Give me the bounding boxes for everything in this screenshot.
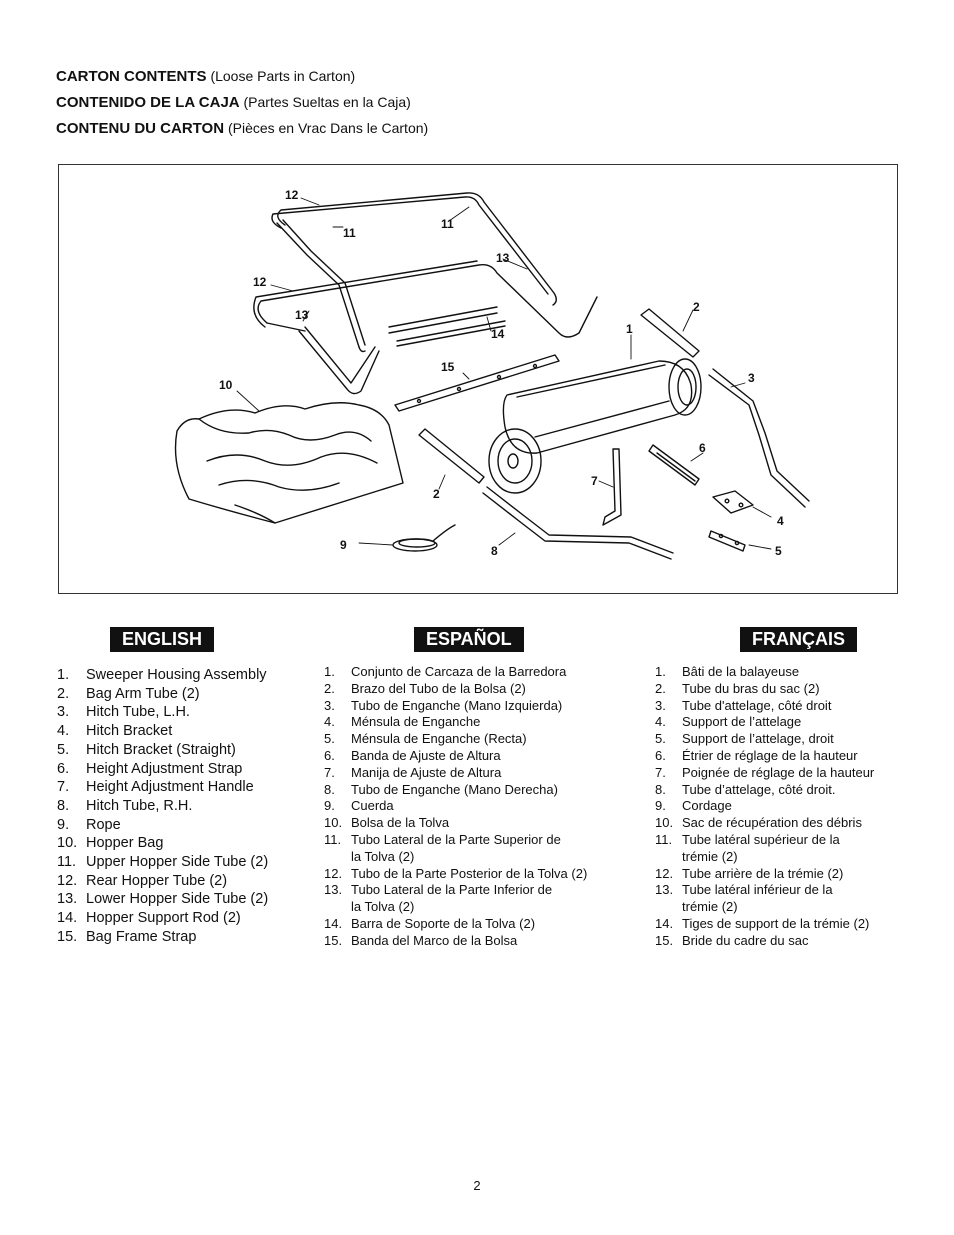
header-subtitle: (Partes Sueltas en la Caja) xyxy=(239,94,411,110)
list-item: 9.Rope xyxy=(57,816,121,833)
list-item: 9.Cordage xyxy=(655,798,732,814)
leader-lines xyxy=(236,197,772,550)
callout-14: 14 xyxy=(491,327,505,341)
callout-3: 3 xyxy=(748,371,755,385)
sweeper-housing-drawing xyxy=(488,358,702,494)
callout-1: 1 xyxy=(626,322,633,336)
hopper-bag-drawing xyxy=(174,402,404,524)
list-item: 15.Banda del Marco de la Bolsa xyxy=(324,932,518,948)
list-item: 1.Bâti de la balayeuse xyxy=(655,664,800,679)
bag-frame-strap-drawing xyxy=(394,354,560,412)
list-item: 7.Poignée de réglage de la hauteur xyxy=(655,764,875,780)
list-item: 12.Tubo de la Parte Posterior de la Tolv… xyxy=(324,865,588,881)
list-item: 5.Support de l’attelage, droit xyxy=(655,731,834,747)
english-heading: ENGLISH xyxy=(110,627,215,652)
header-subtitle: (Loose Parts in Carton) xyxy=(206,68,356,84)
list-item: 7.Height Adjustment Handle xyxy=(57,779,254,796)
francais-heading: FRANÇAIS xyxy=(740,627,857,652)
height-strap-drawing xyxy=(648,444,700,486)
francais-parts-list: 1.Bâti de la balayeuse 2.Tube du bras du… xyxy=(655,664,874,950)
list-item: 13.Lower Hopper Side Tube (2) xyxy=(57,891,269,908)
list-item: 14.Barra de Soporte de la Tolva (2) xyxy=(324,915,536,931)
callout-4: 4 xyxy=(777,514,784,528)
header-title: CONTENU DU CARTON xyxy=(56,120,225,137)
callout-8: 8 xyxy=(491,544,498,558)
callout-5: 5 xyxy=(775,544,782,558)
list-item: 10.Sac de récupération des débris xyxy=(655,815,862,831)
list-item: 14.Tiges de support de la trémie (2) xyxy=(655,915,870,931)
list-item: 2.Brazo del Tubo de la Bolsa (2) xyxy=(324,680,526,696)
list-item: 7.Manija de Ajuste de Altura xyxy=(324,764,502,780)
list-item: 2.Bag Arm Tube (2) xyxy=(57,685,200,702)
list-item: 6.Height Adjustment Strap xyxy=(57,760,243,777)
height-handle-drawing xyxy=(602,448,622,526)
support-rods-drawing xyxy=(388,306,506,347)
parts-illustration: 12 11 11 13 12 13 14 2 1 10 15 3 6 2 7 4… xyxy=(174,188,810,560)
callout-11-right: 11 xyxy=(441,217,454,231)
rope-drawing xyxy=(392,524,456,552)
list-item: 9.Cuerda xyxy=(324,798,394,814)
hitch-bracket-straight-drawing xyxy=(708,530,746,552)
list-item: 3.Hitch Tube, L.H. xyxy=(57,704,190,721)
list-item: 15.Bag Frame Strap xyxy=(57,928,197,945)
espanol-parts-list: 1.Conjunto de Carcaza de la Barredora 2.… xyxy=(324,664,587,950)
callout-9: 9 xyxy=(340,538,347,552)
list-item: 14.Hopper Support Rod (2) xyxy=(57,910,241,927)
list-item: 4.Support de l’attelage xyxy=(655,714,802,730)
list-item: 2.Tube du bras du sac (2) xyxy=(655,680,820,696)
list-item: 6.Banda de Ajuste de Altura xyxy=(324,747,501,763)
list-item: 12.Tube arrière de la trémie (2) xyxy=(655,865,844,881)
callout-12-lower: 12 xyxy=(253,275,267,289)
header-contenido: CONTENIDO DE LA CAJA (Partes Sueltas en … xyxy=(56,93,411,112)
hitch-tube-right-drawing xyxy=(482,486,674,560)
header-title: CARTON CONTENTS xyxy=(56,68,207,85)
list-item: 8.Hitch Tube, R.H. xyxy=(57,797,193,814)
callout-13-lower: 13 xyxy=(295,308,309,322)
header-contenu: CONTENU DU CARTON (Pièces en Vrac Dans l… xyxy=(56,119,428,138)
parts-diagram: 12 11 11 13 12 13 14 2 1 10 15 3 6 2 7 4… xyxy=(58,164,898,594)
callout-11-left: 11 xyxy=(343,226,356,240)
callout-10: 10 xyxy=(219,378,233,392)
callout-7: 7 xyxy=(591,474,598,488)
upper-hopper-frame-drawing xyxy=(271,192,557,353)
list-item: 15.Bride du cadre du sac xyxy=(655,932,809,948)
callout-13-upper: 13 xyxy=(496,251,510,265)
hitch-bracket-drawing xyxy=(712,490,754,514)
list-item: 12.Rear Hopper Tube (2) xyxy=(57,872,228,889)
hitch-tube-left-drawing xyxy=(708,368,810,508)
list-item: 10.Hopper Bag xyxy=(57,835,164,852)
list-item: 3.Tube d'attelage, côté droit xyxy=(655,697,832,713)
callout-2-upper: 2 xyxy=(693,300,700,314)
header-carton-contents: CARTON CONTENTS (Loose Parts in Carton) xyxy=(56,67,355,86)
list-item: 6.Étrier de réglage de la hauteur xyxy=(655,747,858,763)
espanol-heading: ESPAÑOL xyxy=(414,627,524,652)
callout-2-lower: 2 xyxy=(433,487,440,501)
header-title: CONTENIDO DE LA CAJA xyxy=(56,94,240,111)
list-item: 10.Bolsa de la Tolva xyxy=(324,815,450,831)
list-item: 4.Hitch Bracket xyxy=(57,723,173,740)
list-item: 3.Tubo de Enganche (Mano Izquierda) xyxy=(324,697,563,713)
list-item: 5.Ménsula de Enganche (Recta) xyxy=(324,731,527,747)
lower-hopper-frame-drawing xyxy=(253,260,598,395)
list-item: 8.Tubo de Enganche (Mano Derecha) xyxy=(324,781,558,797)
list-item: 4.Ménsula de Enganche xyxy=(324,714,481,730)
header-subtitle: (Pièces en Vrac Dans le Carton) xyxy=(224,120,429,136)
bag-arm-tube-right-drawing xyxy=(640,308,700,358)
english-parts-list: 1.Sweeper Housing Assembly 2.Bag Arm Tub… xyxy=(57,666,268,947)
list-item: 11.Upper Hopper Side Tube (2) xyxy=(57,854,269,871)
list-item: 5.Hitch Bracket (Straight) xyxy=(57,741,236,758)
list-item: 1.Sweeper Housing Assembly xyxy=(57,667,267,683)
callout-6: 6 xyxy=(699,441,706,455)
callout-12-upper: 12 xyxy=(285,188,299,202)
callout-numbers: 12 11 11 13 12 13 14 2 1 10 15 3 6 2 7 4… xyxy=(219,188,784,558)
list-item: 8.Tube d’attelage, côté droit. xyxy=(655,781,836,797)
page-number: 2 xyxy=(473,1178,481,1193)
callout-15: 15 xyxy=(441,360,455,374)
bag-arm-tube-left-drawing xyxy=(418,428,485,484)
list-item: 1.Conjunto de Carcaza de la Barredora xyxy=(324,664,567,679)
